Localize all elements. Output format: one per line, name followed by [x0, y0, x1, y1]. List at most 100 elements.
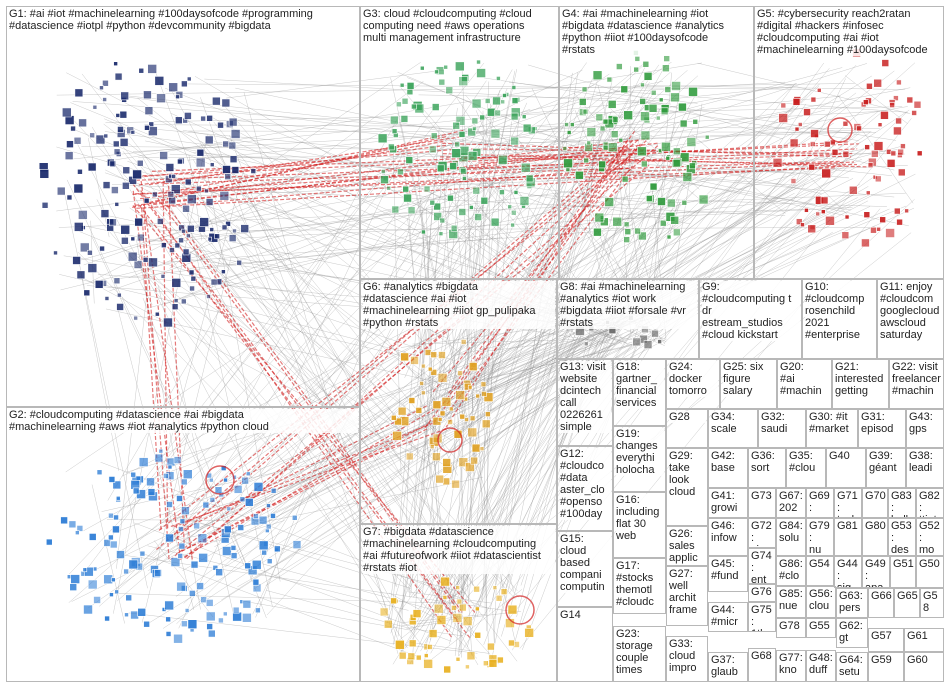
network-edge [192, 106, 908, 228]
network-edge [819, 75, 872, 109]
network-node [76, 270, 86, 280]
network-node [808, 163, 816, 171]
network-edge [408, 373, 447, 446]
network-edge [404, 102, 528, 378]
network-node [428, 629, 438, 638]
network-node [53, 250, 58, 256]
network-node [200, 115, 206, 122]
group-box-g8: G8: #ai #machinelearning #analytics #iot… [557, 279, 699, 359]
network-node [688, 87, 698, 97]
network-node [137, 233, 145, 242]
network-node [41, 201, 49, 209]
network-node [251, 559, 262, 570]
network-edge [215, 148, 420, 454]
network-node [76, 525, 84, 532]
network-node [87, 249, 93, 256]
network-node [68, 520, 77, 529]
group-label-g42: G42: base [711, 450, 746, 474]
network-node [184, 112, 192, 120]
network-edge [100, 461, 490, 610]
network-edge [106, 62, 703, 162]
network-node [662, 64, 670, 73]
group-box-g50: G50 [916, 556, 944, 588]
network-edge [56, 135, 652, 212]
group-label-g4: G4: #ai #machinelearning #iot #bigdata #… [562, 8, 752, 56]
highlighted-edge [164, 167, 632, 207]
network-node [209, 162, 215, 167]
network-node [83, 604, 93, 615]
network-node [896, 79, 902, 86]
group-box-g25: G25: six figure salary [720, 359, 777, 409]
network-node [437, 373, 448, 383]
highlighted-edge [151, 151, 627, 172]
network-node [113, 148, 121, 156]
group-box-g30: G30: #it #market [806, 409, 858, 448]
group-box-g84: G84: solu [776, 518, 806, 556]
group-label-g17: G17: #stocks themotl #cloudc [616, 560, 664, 608]
group-box-g7: G7: #bigdata #datascience #machinelearni… [360, 524, 557, 682]
group-label-g53: G53: des [891, 520, 914, 555]
network-node [134, 217, 143, 227]
group-label-g6: G6: #analytics #bigdata #datascience #ai… [363, 281, 555, 329]
group-label-g36: G36: sort [751, 450, 784, 474]
network-node [64, 151, 74, 160]
network-node [379, 607, 389, 617]
network-node [881, 59, 890, 67]
network-node [864, 144, 870, 150]
network-node [471, 117, 479, 125]
group-box-g29: G29: take look cloud [666, 448, 708, 526]
group-box-g64: G64: setu [836, 652, 868, 682]
network-node [900, 143, 906, 149]
network-node [831, 148, 839, 156]
group-box-g32: G32: saudi [758, 409, 806, 448]
group-box-g3: G3: cloud #cloudcomputing #cloud computi… [360, 6, 559, 279]
network-edge [175, 117, 823, 597]
network-edge [659, 112, 907, 341]
network-edge [170, 89, 456, 607]
network-edge [130, 182, 410, 428]
network-node [147, 64, 157, 74]
network-node [388, 143, 395, 151]
network-node [132, 169, 142, 180]
group-box-g42: G42: base [708, 448, 748, 488]
network-node [236, 259, 242, 266]
highlighted-edge [167, 182, 186, 550]
group-box-g12: G12: #cloudco #data aster_clo #openso #1… [557, 446, 613, 531]
network-node [844, 214, 850, 220]
network-node [253, 513, 259, 519]
highlighted-edge [139, 175, 193, 560]
highlighted-edge [478, 141, 850, 164]
network-node [174, 242, 181, 249]
group-label-g49: G49: apa [865, 558, 888, 587]
network-node [467, 427, 478, 438]
network-node [109, 160, 117, 168]
network-node [682, 172, 693, 182]
network-node [245, 471, 251, 477]
group-box-g39: G39: géant [866, 448, 906, 488]
network-node [223, 477, 228, 483]
network-node [73, 183, 84, 194]
network-node [173, 456, 182, 464]
group-box-g73: G73 [748, 488, 776, 518]
network-node [242, 599, 252, 609]
highlighted-edge [163, 160, 840, 185]
network-node [437, 417, 443, 422]
network-node [455, 116, 466, 126]
network-node [156, 93, 166, 104]
group-box-g70: G70 [862, 488, 888, 518]
network-node [212, 565, 219, 571]
group-box-g15: G15: cloud based compani computin [557, 531, 613, 607]
network-node [89, 132, 95, 139]
network-node [460, 339, 467, 345]
network-edge [153, 540, 214, 618]
network-node [643, 340, 653, 349]
network-node [136, 159, 144, 167]
network-edge [475, 110, 576, 339]
group-label-g19: G19: changes everythi holocha [616, 428, 664, 476]
network-node [795, 218, 803, 225]
group-box-g1: G1: #ai #iot #machinelearning #100daysof… [6, 6, 360, 407]
group-box-g28: G28 [666, 409, 708, 448]
network-node [122, 181, 130, 190]
network-edge [106, 519, 264, 521]
network-node [455, 656, 461, 662]
